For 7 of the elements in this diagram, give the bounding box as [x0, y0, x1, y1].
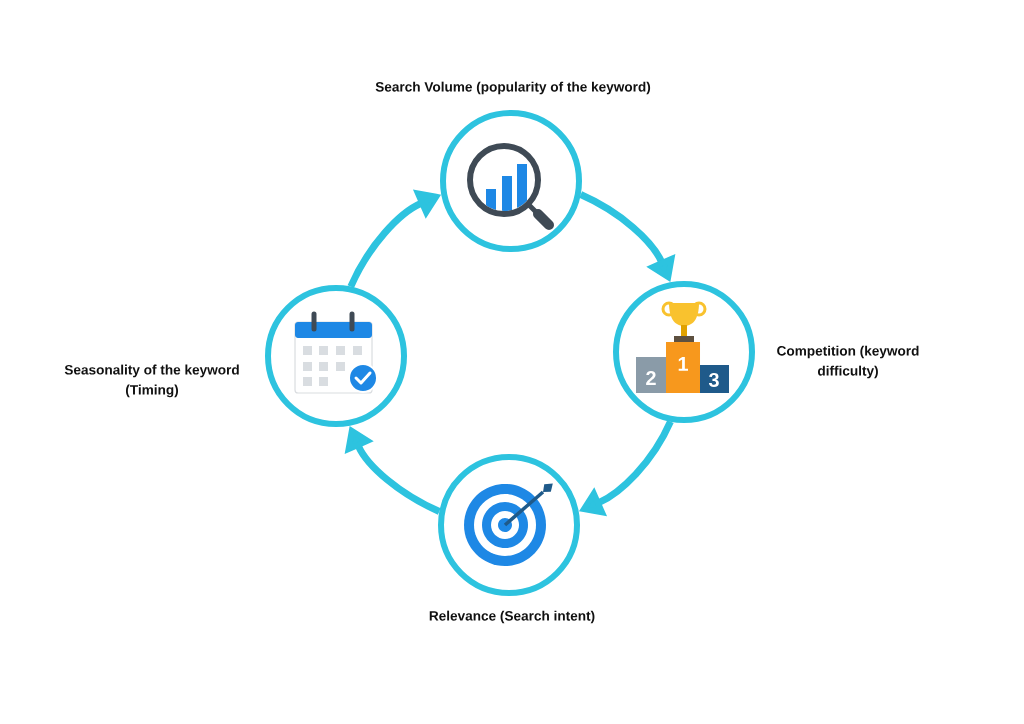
- node-label: Relevance (Search intent): [429, 610, 595, 624]
- node-label: Search Volume (popularity of the keyword): [375, 81, 651, 95]
- podium-number: 2: [646, 371, 656, 385]
- podium-number: 1: [678, 357, 688, 371]
- node-label: Competition (keyword difficulty): [777, 345, 919, 379]
- podium-number: 3: [708, 372, 719, 388]
- node-label: Seasonality of the keyword (Timing): [64, 364, 239, 398]
